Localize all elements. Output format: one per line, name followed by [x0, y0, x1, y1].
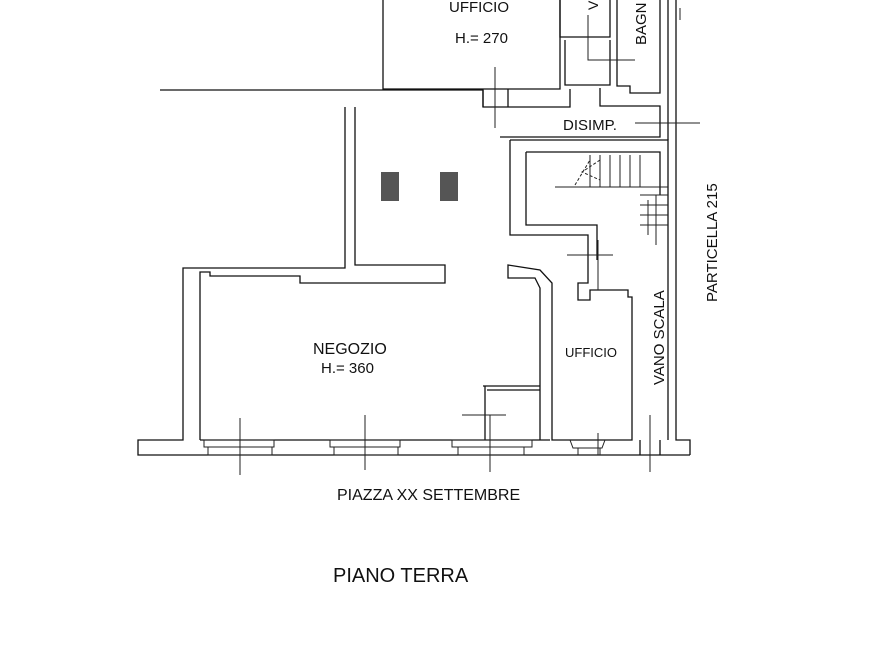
staircase [555, 155, 668, 245]
label-particella: PARTICELLA 215 [704, 183, 721, 302]
pillar [381, 172, 399, 201]
room-height-negozio: H.= 360 [321, 360, 374, 377]
room-label-ufficio-top: UFFICIO [449, 0, 509, 16]
room-label-wc: V [585, 0, 601, 10]
label-street: PIAZZA XX SETTEMBRE [337, 487, 520, 504]
label-floor: PIANO TERRA [333, 565, 469, 587]
section-marks [239, 8, 700, 475]
room-label-bagno: BAGN [633, 2, 650, 45]
room-label-disimpegno: DISIMP. [563, 117, 617, 134]
room-label-vano-scala: VANO SCALA [651, 290, 668, 385]
pillar [440, 172, 458, 201]
room-label-ufficio-small: UFFICIO [565, 345, 617, 360]
room-height-ufficio-top: H.= 270 [455, 30, 508, 47]
walls [137, 0, 691, 456]
windows [203, 439, 606, 456]
room-label-negozio: NEGOZIO [313, 341, 387, 358]
